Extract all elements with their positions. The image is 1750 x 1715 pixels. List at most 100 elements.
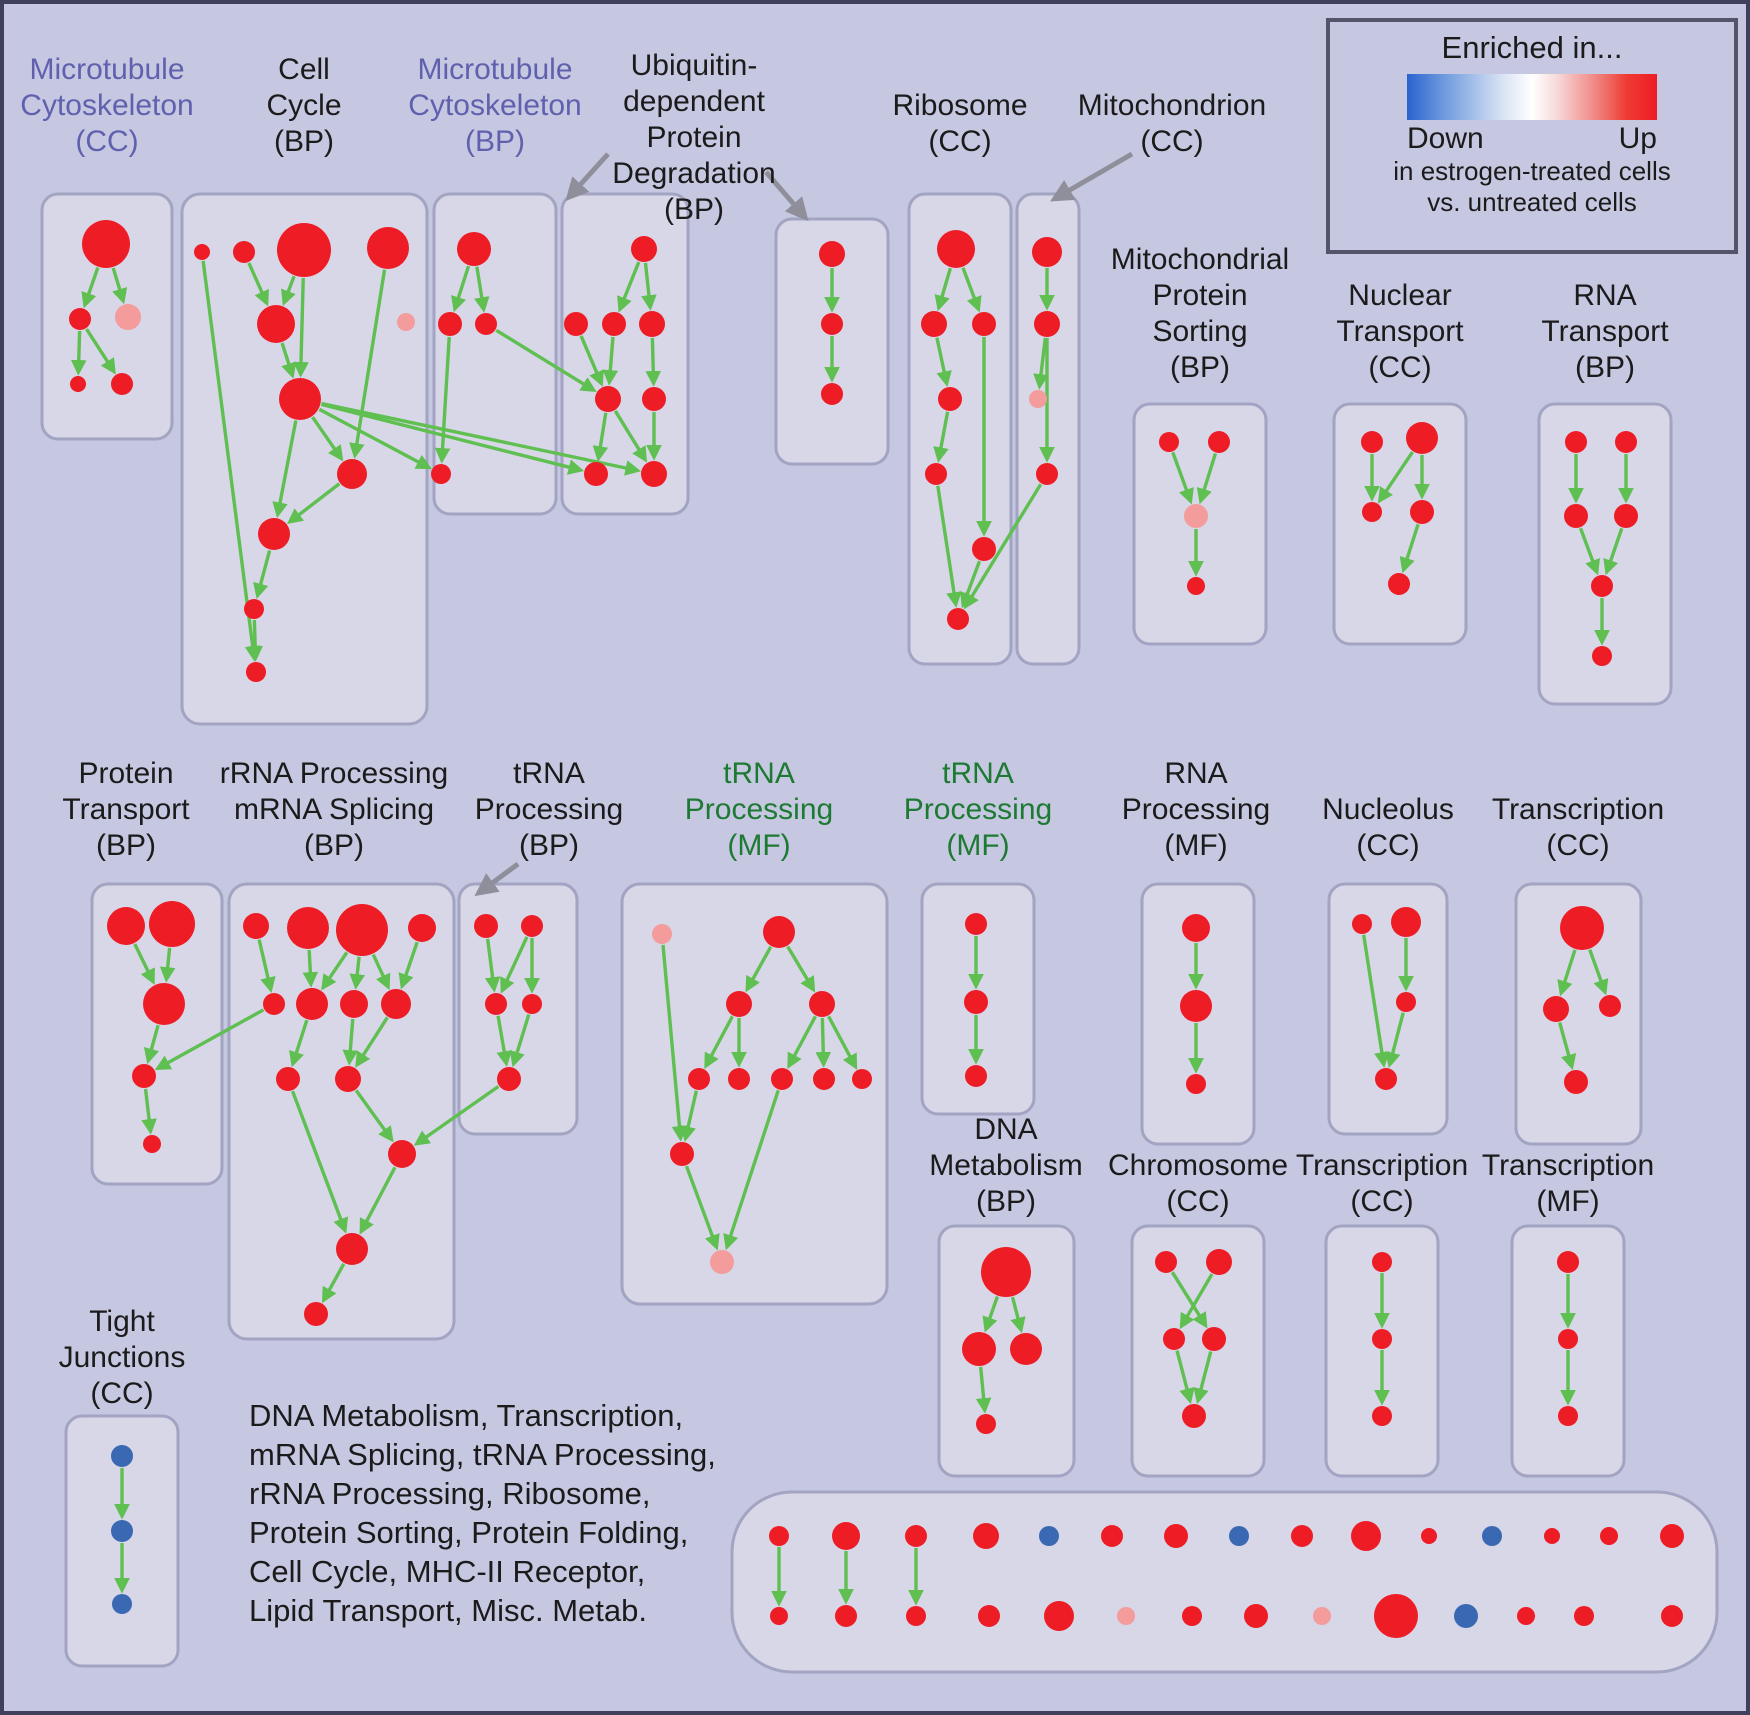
node-mc5 bbox=[111, 373, 133, 395]
edge-mb2-mb4 bbox=[434, 336, 451, 464]
node-nt5 bbox=[1388, 573, 1410, 595]
legend-context-line-2: vs. untreated cells bbox=[1427, 187, 1637, 217]
node-t13 bbox=[726, 991, 752, 1017]
node-mc4 bbox=[70, 376, 86, 392]
node-mx3 bbox=[905, 1525, 927, 1547]
group-box-nuclear-transport bbox=[1332, 402, 1468, 646]
pointer-arrow-4 bbox=[474, 861, 520, 897]
node-tc1 bbox=[1560, 906, 1604, 950]
edge-mc1-mc3 bbox=[111, 267, 128, 305]
edge-mc2-mc5 bbox=[85, 328, 116, 375]
node-tx3 bbox=[1372, 1406, 1392, 1426]
group-box-chromosome bbox=[1130, 1224, 1266, 1478]
edge-rb2-rb4 bbox=[935, 337, 952, 387]
node-nt1 bbox=[1361, 431, 1383, 453]
node-t15 bbox=[688, 1068, 710, 1090]
edge-cc3-cc7 bbox=[293, 277, 309, 378]
node-tj3 bbox=[112, 1594, 132, 1614]
node-rr9 bbox=[276, 1067, 300, 1091]
node-mx12 bbox=[1482, 1526, 1502, 1546]
edge-ub5-ub7 bbox=[592, 412, 609, 462]
node-cc6 bbox=[397, 313, 415, 331]
node-ub3 bbox=[602, 312, 626, 336]
node-rr10 bbox=[335, 1066, 361, 1092]
node-ch5 bbox=[1182, 1404, 1206, 1428]
edge-tc1-tc2 bbox=[1557, 949, 1577, 997]
node-tm3 bbox=[1558, 1406, 1578, 1426]
node-ub8 bbox=[641, 461, 667, 487]
edge-nt4-nt5 bbox=[1399, 523, 1420, 574]
edge-rr3-rr8 bbox=[371, 953, 391, 991]
edge-nu3-nu4 bbox=[1385, 1012, 1405, 1069]
node-my3 bbox=[906, 1606, 926, 1626]
edge-cc2-cc5 bbox=[247, 262, 269, 307]
node-rb3 bbox=[972, 312, 996, 336]
edge-ub2-ub5 bbox=[579, 335, 604, 387]
group-box-mixed-bottom bbox=[730, 1490, 1719, 1674]
pointer-arrow-3 bbox=[1050, 151, 1134, 202]
node-rr5 bbox=[263, 993, 285, 1015]
node-rp3 bbox=[1186, 1074, 1206, 1094]
edge-rr11-rr12 bbox=[359, 1166, 397, 1235]
node-mx14 bbox=[1600, 1527, 1618, 1545]
node-pt2 bbox=[149, 901, 195, 947]
edge-rr1-rr5 bbox=[257, 939, 276, 993]
node-mt1 bbox=[1032, 237, 1062, 267]
node-cc8 bbox=[337, 459, 367, 489]
node-rt4 bbox=[1614, 504, 1638, 528]
node-cc5 bbox=[257, 305, 295, 343]
edge-rr9-rr12 bbox=[290, 1090, 349, 1234]
node-mx2 bbox=[832, 1522, 860, 1550]
edge-rr2-rr6 bbox=[302, 949, 319, 988]
node-rt3 bbox=[1564, 504, 1588, 528]
node-rb6 bbox=[972, 537, 996, 561]
network-canvas bbox=[40, 151, 1719, 1674]
node-rr11 bbox=[388, 1140, 416, 1168]
node-t22 bbox=[964, 990, 988, 1014]
node-dm3 bbox=[1010, 1333, 1042, 1365]
node-rt5 bbox=[1591, 575, 1613, 597]
node-t14 bbox=[809, 991, 835, 1017]
edge-t13-t15 bbox=[704, 1015, 734, 1070]
node-mc3 bbox=[115, 304, 141, 330]
legend-scale-labels: Down Up bbox=[1407, 122, 1657, 156]
edge-ch1-ch4 bbox=[1170, 1271, 1208, 1329]
edge-mt4-rb7 bbox=[963, 483, 1043, 610]
node-ub5 bbox=[595, 386, 621, 412]
node-rb5 bbox=[925, 463, 947, 485]
node-ch3 bbox=[1163, 1328, 1185, 1350]
node-tb1 bbox=[474, 914, 498, 938]
edge-ch4-ch5 bbox=[1193, 1351, 1213, 1405]
node-mc1 bbox=[82, 220, 130, 268]
edge-rb1-rb2 bbox=[934, 267, 953, 312]
node-my9 bbox=[1313, 1607, 1331, 1625]
edge-t110-t111 bbox=[684, 1165, 720, 1251]
edge-dm2-dm4 bbox=[975, 1366, 992, 1414]
node-ch2 bbox=[1206, 1249, 1232, 1275]
node-rb7 bbox=[947, 608, 969, 630]
node-rb2 bbox=[921, 311, 947, 337]
node-mb4 bbox=[431, 464, 451, 484]
group-box-rna-transport bbox=[1537, 402, 1673, 706]
edge-rb1-rb3 bbox=[961, 267, 982, 313]
node-rp1 bbox=[1182, 914, 1210, 942]
node-mb1 bbox=[457, 232, 491, 266]
edge-tc1-tc3 bbox=[1588, 949, 1609, 996]
edge-tb4-tb5 bbox=[509, 1014, 531, 1068]
node-rr8 bbox=[381, 989, 411, 1019]
node-u23 bbox=[821, 383, 843, 405]
node-tc2 bbox=[1543, 996, 1569, 1022]
node-rr1 bbox=[243, 913, 269, 939]
node-t21 bbox=[965, 913, 987, 935]
edge-rr6-rr9 bbox=[289, 1019, 309, 1068]
node-my13 bbox=[1574, 1606, 1594, 1626]
node-mx7 bbox=[1164, 1524, 1188, 1548]
node-nt2 bbox=[1406, 422, 1438, 454]
node-mx11 bbox=[1421, 1528, 1437, 1544]
edge-rt4-rt5 bbox=[1603, 527, 1624, 576]
edge-pt1-pt3 bbox=[133, 943, 155, 985]
node-rr6 bbox=[296, 988, 328, 1020]
edge-mt2-mt3 bbox=[1033, 337, 1049, 390]
edge-tc2-tc4 bbox=[1558, 1022, 1577, 1071]
node-mt3 bbox=[1029, 390, 1047, 408]
